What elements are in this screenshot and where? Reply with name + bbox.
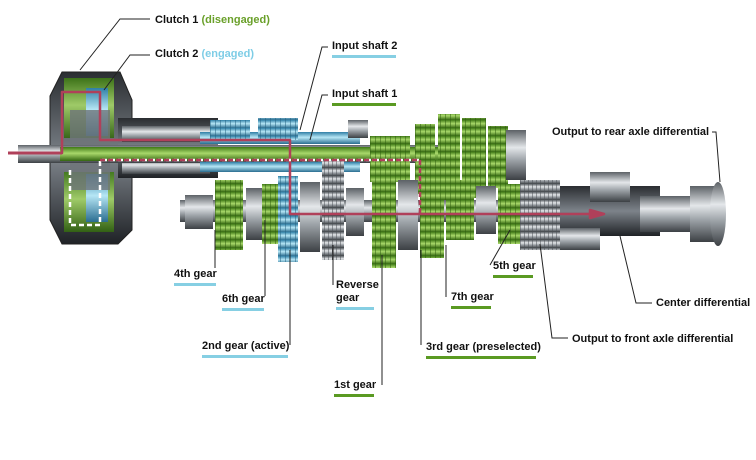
label-center-differential: Center differential [656,297,751,309]
label-input-shaft-2: Input shaft 2 [332,40,398,52]
label-clutch-1: Clutch 1 (disengaged) [155,14,270,26]
underline-5th-gear [493,275,533,278]
center-differential-assembly [520,172,726,250]
input-shafts [18,118,460,172]
label-output-rear: Output to rear axle differential [552,126,710,138]
underline-7th-gear [451,306,491,309]
leader-lines [79,18,721,385]
underline-1st-gear [334,394,374,397]
label-input-shaft-1: Input shaft 1 [332,88,398,100]
underline-6th-gear [222,308,264,311]
label-clutch-2: Clutch 2 (engaged) [155,48,255,60]
underline-4th-gear [174,283,216,286]
underline-input-shaft-1 [332,103,396,106]
underline-reverse-gear [336,307,374,310]
underline-input-shaft-2 [332,55,396,58]
label-2nd-gear: 2nd gear (active) [202,340,290,352]
label-output-front: Output to front axle differential [572,333,734,345]
underline-3rd-gear [426,356,536,359]
label-reverse-gear: Reverse gear [336,279,379,304]
label-6th-gear: 6th gear [222,293,265,305]
power-flow-path [8,90,606,227]
label-5th-gear: 5th gear [493,260,536,272]
label-3rd-gear: 3rd gear (preselected) [426,341,541,353]
label-4th-gear: 4th gear [174,268,217,280]
label-1st-gear: 1st gear [334,379,377,391]
underline-2nd-gear [202,355,288,358]
label-7th-gear: 7th gear [451,291,494,303]
